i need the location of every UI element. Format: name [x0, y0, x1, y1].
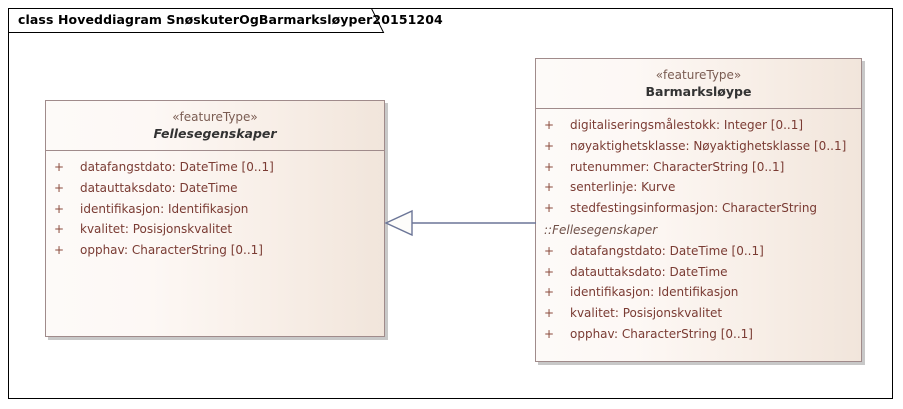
attribute-label: digitaliseringsmålestokk: Integer [0..1] — [570, 118, 804, 133]
visibility-marker: + — [54, 201, 65, 216]
visibility-marker: + — [544, 138, 555, 153]
class-stereotype: «featureType» — [655, 68, 742, 82]
attribute-label: kvalitet: Posisjonskvalitet — [570, 306, 723, 321]
visibility-marker: + — [544, 306, 555, 321]
attribute-row: + kvalitet: Posisjonskvalitet — [46, 219, 384, 240]
visibility-marker: + — [544, 264, 555, 279]
class-box-barmarksloype[interactable]: «featureType» Barmarksløype + digitalise… — [535, 58, 862, 362]
attribute-compartment-fellesegenskaper: + datafangstdato: DateTime [0..1] + data… — [46, 151, 384, 266]
class-box-fellesegenskaper[interactable]: «featureType» Fellesegenskaper + datafan… — [45, 100, 385, 337]
attribute-label: kvalitet: Posisjonskvalitet — [80, 222, 233, 237]
attribute-row: + senterlinje: Kurve — [536, 177, 861, 198]
visibility-marker: + — [54, 160, 65, 175]
attribute-label: identifikasjon: Identifikasjon — [80, 201, 249, 216]
class-header-barmarksloype: «featureType» Barmarksløype — [536, 59, 861, 110]
inherited-attribute-row: + datafangstdato: DateTime [0..1] — [536, 241, 861, 262]
attribute-label: rutenummer: CharacterString [0..1] — [570, 159, 785, 174]
generalization-connector[interactable] — [380, 205, 540, 241]
class-header-fellesegenskaper: «featureType» Fellesegenskaper — [46, 101, 384, 152]
attribute-label: identifikasjon: Identifikasjon — [570, 285, 739, 300]
attribute-label: opphav: CharacterString [0..1] — [570, 326, 753, 341]
visibility-marker: + — [54, 242, 65, 257]
attribute-row: + nøyaktighetsklasse: Nøyaktighetsklasse… — [536, 136, 861, 157]
inherited-attribute-row: + datauttaksdato: DateTime — [536, 262, 861, 283]
visibility-marker: + — [544, 285, 555, 300]
inherited-attribute-row: + kvalitet: Posisjonskvalitet — [536, 303, 861, 324]
attribute-label: datafangstdato: DateTime [0..1] — [80, 160, 274, 175]
attribute-row: + digitaliseringsmålestokk: Integer [0..… — [536, 115, 861, 136]
title-tab-shape — [8, 8, 385, 33]
attribute-label: senterlinje: Kurve — [570, 180, 676, 195]
generalization-arrowhead-icon — [384, 209, 413, 237]
class-stereotype: «featureType» — [172, 110, 258, 124]
inherited-section-label: ::Fellesegenskaper — [544, 223, 658, 238]
attribute-row: + stedfestingsinformasjon: CharacterStri… — [536, 198, 861, 219]
visibility-marker: + — [544, 200, 555, 215]
attribute-row: + opphav: CharacterString [0..1] — [46, 240, 384, 261]
inherited-attribute-row: + identifikasjon: Identifikasjon — [536, 282, 861, 303]
attribute-label: nøyaktighetsklasse: Nøyaktighetsklasse [… — [570, 138, 847, 153]
attribute-label: datafangstdato: DateTime [0..1] — [570, 244, 764, 259]
diagram-title: class Hoveddiagram SnøskuterOgBarmarkslø… — [18, 12, 443, 27]
visibility-marker: + — [544, 118, 555, 133]
visibility-marker: + — [54, 222, 65, 237]
attribute-row: + identifikasjon: Identifikasjon — [46, 199, 384, 220]
attribute-label: datauttaksdato: DateTime — [80, 180, 238, 195]
visibility-marker: + — [544, 159, 555, 174]
class-name: Fellesegenskaper — [153, 125, 277, 141]
visibility-marker: + — [544, 180, 555, 195]
class-name: Barmarksløype — [645, 83, 752, 99]
inherited-attribute-row: + opphav: CharacterString [0..1] — [536, 324, 861, 345]
visibility-marker: + — [544, 326, 555, 341]
attribute-label: stedfestingsinformasjon: CharacterString — [570, 200, 818, 215]
attribute-row: + datauttaksdato: DateTime — [46, 178, 384, 199]
attribute-row: + rutenummer: CharacterString [0..1] — [536, 157, 861, 178]
visibility-marker: + — [54, 180, 65, 195]
attribute-row: + datafangstdato: DateTime [0..1] — [46, 157, 384, 178]
visibility-marker: + — [544, 244, 555, 259]
attribute-label: opphav: CharacterString [0..1] — [80, 242, 263, 257]
attribute-label: datauttaksdato: DateTime — [570, 264, 728, 279]
attribute-compartment-barmarksloype: + digitaliseringsmålestokk: Integer [0..… — [536, 109, 861, 350]
